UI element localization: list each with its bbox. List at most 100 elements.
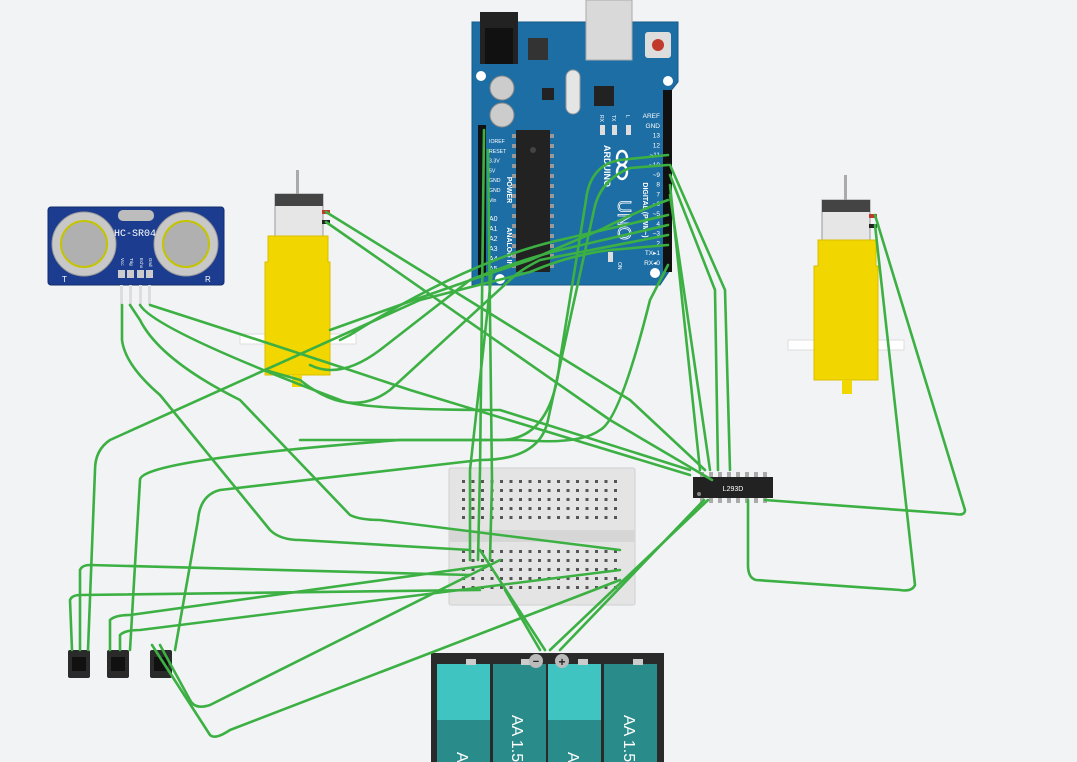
- breadboard-hole[interactable]: [595, 577, 598, 580]
- breadboard-hole[interactable]: [528, 568, 532, 571]
- breadboard-hole[interactable]: [471, 507, 475, 510]
- breadboard-hole[interactable]: [576, 577, 579, 580]
- breadboard-hole[interactable]: [500, 498, 503, 501]
- breadboard-hole[interactable]: [519, 489, 522, 492]
- breadboard-hole[interactable]: [519, 498, 522, 501]
- breadboard-hole[interactable]: [500, 480, 503, 483]
- breadboard-hole[interactable]: [462, 480, 465, 483]
- breadboard-hole[interactable]: [585, 577, 589, 580]
- breadboard-hole[interactable]: [490, 577, 494, 580]
- dc-motor-right[interactable]: [787, 175, 905, 394]
- breadboard-hole[interactable]: [481, 480, 484, 483]
- breadboard-hole[interactable]: [481, 507, 484, 510]
- breadboard-hole[interactable]: [490, 550, 494, 553]
- breadboard-hole[interactable]: [471, 498, 475, 501]
- breadboard-hole[interactable]: [557, 507, 560, 510]
- breadboard-hole[interactable]: [471, 489, 475, 492]
- ir-sensor-2[interactable]: [107, 650, 129, 678]
- breadboard-hole[interactable]: [557, 516, 560, 519]
- breadboard-hole[interactable]: [538, 498, 541, 501]
- breadboard-hole[interactable]: [462, 507, 465, 510]
- breadboard-hole[interactable]: [490, 559, 494, 562]
- breadboard-hole[interactable]: [547, 498, 551, 501]
- breadboard-hole[interactable]: [481, 489, 484, 492]
- breadboard-hole[interactable]: [538, 507, 541, 510]
- breadboard-hole[interactable]: [566, 550, 570, 553]
- breadboard-hole[interactable]: [557, 489, 560, 492]
- breadboard-hole[interactable]: [614, 489, 617, 492]
- breadboard-hole[interactable]: [576, 550, 579, 553]
- breadboard-hole[interactable]: [585, 480, 589, 483]
- breadboard-hole[interactable]: [566, 586, 570, 589]
- breadboard-hole[interactable]: [462, 559, 465, 562]
- breadboard-hole[interactable]: [471, 577, 475, 580]
- breadboard-hole[interactable]: [471, 568, 475, 571]
- breadboard-hole[interactable]: [576, 586, 579, 589]
- breadboard-hole[interactable]: [509, 577, 513, 580]
- breadboard-hole[interactable]: [547, 489, 551, 492]
- dc-motor-left[interactable]: [239, 170, 357, 387]
- breadboard-hole[interactable]: [500, 516, 503, 519]
- breadboard-hole[interactable]: [595, 498, 598, 501]
- breadboard-hole[interactable]: [500, 568, 503, 571]
- breadboard-hole[interactable]: [509, 489, 513, 492]
- breadboard-hole[interactable]: [547, 559, 551, 562]
- breadboard-hole[interactable]: [566, 480, 570, 483]
- breadboard-hole[interactable]: [528, 498, 532, 501]
- breadboard-hole[interactable]: [614, 480, 617, 483]
- breadboard-hole[interactable]: [566, 498, 570, 501]
- ir-sensor-1[interactable]: [68, 650, 90, 678]
- breadboard-hole[interactable]: [519, 568, 522, 571]
- breadboard-hole[interactable]: [462, 516, 465, 519]
- breadboard-hole[interactable]: [547, 586, 551, 589]
- breadboard-hole[interactable]: [519, 559, 522, 562]
- breadboard-hole[interactable]: [595, 586, 598, 589]
- breadboard-hole[interactable]: [566, 577, 570, 580]
- breadboard-hole[interactable]: [500, 559, 503, 562]
- breadboard-hole[interactable]: [604, 507, 608, 510]
- breadboard-hole[interactable]: [528, 516, 532, 519]
- breadboard-hole[interactable]: [604, 568, 608, 571]
- breadboard-hole[interactable]: [566, 559, 570, 562]
- breadboard-hole[interactable]: [547, 516, 551, 519]
- breadboard-hole[interactable]: [528, 507, 532, 510]
- breadboard-hole[interactable]: [614, 498, 617, 501]
- breadboard-hole[interactable]: [519, 577, 522, 580]
- breadboard-hole[interactable]: [500, 550, 503, 553]
- breadboard-hole[interactable]: [481, 516, 484, 519]
- breadboard-hole[interactable]: [462, 586, 465, 589]
- breadboard-hole[interactable]: [557, 480, 560, 483]
- breadboard-hole[interactable]: [528, 550, 532, 553]
- breadboard-hole[interactable]: [566, 507, 570, 510]
- breadboard-hole[interactable]: [509, 516, 513, 519]
- breadboard-hole[interactable]: [614, 516, 617, 519]
- breadboard-hole[interactable]: [547, 550, 551, 553]
- breadboard-hole[interactable]: [509, 498, 513, 501]
- battery-pack[interactable]: − + AA 1.5V AA 1.5V A A: [431, 653, 664, 762]
- breadboard-hole[interactable]: [595, 480, 598, 483]
- breadboard-hole[interactable]: [500, 489, 503, 492]
- breadboard-hole[interactable]: [604, 489, 608, 492]
- breadboard-hole[interactable]: [547, 480, 551, 483]
- breadboard-hole[interactable]: [528, 559, 532, 562]
- breadboard-hole[interactable]: [538, 489, 541, 492]
- breadboard-hole[interactable]: [585, 489, 589, 492]
- breadboard-hole[interactable]: [471, 480, 475, 483]
- breadboard-hole[interactable]: [585, 516, 589, 519]
- breadboard-hole[interactable]: [576, 507, 579, 510]
- breadboard-hole[interactable]: [547, 507, 551, 510]
- breadboard-hole[interactable]: [585, 559, 589, 562]
- breadboard-hole[interactable]: [509, 559, 513, 562]
- breadboard-hole[interactable]: [519, 480, 522, 483]
- breadboard-hole[interactable]: [576, 480, 579, 483]
- breadboard-hole[interactable]: [604, 498, 608, 501]
- breadboard-hole[interactable]: [471, 550, 475, 553]
- breadboard-hole[interactable]: [538, 559, 541, 562]
- breadboard-hole[interactable]: [595, 489, 598, 492]
- breadboard-hole[interactable]: [519, 586, 522, 589]
- breadboard-hole[interactable]: [557, 498, 560, 501]
- breadboard-hole[interactable]: [604, 480, 608, 483]
